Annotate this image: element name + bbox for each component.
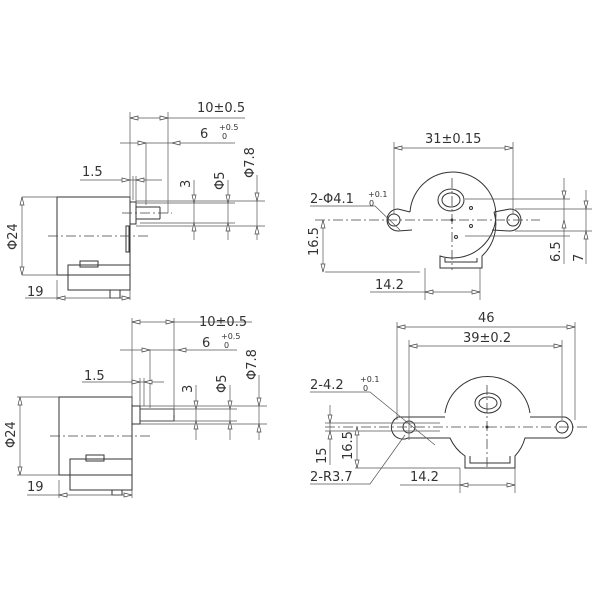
dim-d78: Φ7.8 [243, 147, 258, 178]
dim-holes: 2-4.2 [310, 378, 344, 393]
dim-holes: 2-Φ4.1 [310, 192, 354, 207]
dim-d3: 3 [181, 385, 196, 393]
dim-hole-spacing: 39±0.2 [463, 331, 511, 346]
dim-length: 10±0.5 [199, 315, 247, 330]
terminal-block [85, 454, 105, 462]
side-tab [125, 225, 130, 253]
dim-offset-b: 7 [572, 254, 587, 262]
side-view-bottom: 10±0.5 6 +0.5 0 1.5 3 Φ5 Φ7.8 Φ24 19 [4, 315, 267, 498]
dim-shaft: 6 [202, 336, 210, 351]
dim-d5: Φ5 [215, 374, 230, 393]
dim-radius: 2-R3.7 [310, 470, 353, 485]
dim-holes-tol-lower: 0 [369, 199, 374, 208]
foot [111, 489, 123, 496]
shaft [478, 396, 498, 410]
shaft-boss [131, 405, 141, 425]
shaft [441, 192, 461, 208]
tab-inner [469, 456, 511, 464]
dim-height-b: 16.5 [341, 431, 356, 460]
dim-height: 16.5 [307, 227, 322, 256]
terminal-block [79, 260, 99, 268]
foot [109, 289, 121, 299]
mounting-flange [69, 458, 133, 491]
shaft-boss [437, 188, 465, 212]
dim-hole-spacing: 31±0.15 [425, 132, 481, 147]
front-view-bottom: 46 39±0.2 2-4.2 +0.1 0 15 16.5 2-R3.7 14… [310, 311, 590, 493]
mounting-flange [67, 264, 131, 291]
dim-holes-tol-upper: +0.1 [360, 375, 379, 384]
dim-length: 10±0.5 [197, 101, 245, 116]
dim-holes-tol-lower: 0 [363, 384, 368, 393]
dim-shaft-tol-lower: 0 [224, 341, 229, 350]
tab-inner [444, 258, 478, 263]
dim-d5: Φ5 [213, 171, 228, 190]
front-view-top: 31±0.15 2-Φ4.1 +0.1 0 16.5 14.2 6.5 7 [307, 132, 592, 300]
dim-d3: 3 [179, 180, 194, 188]
shaft-boss [474, 392, 502, 414]
dim-offset-a: 6.5 [549, 241, 564, 262]
dim-tab: 14.2 [375, 278, 404, 293]
dim-dia: Φ24 [4, 421, 19, 448]
dim-depth: 19 [27, 285, 44, 300]
dim-overall: 46 [478, 311, 495, 326]
shaft [140, 408, 175, 422]
dim-tab: 14.2 [410, 470, 439, 485]
dim-shaft-tol-lower: 0 [222, 132, 227, 141]
dim-step: 1.5 [84, 369, 105, 384]
side-view-top: 10±0.5 6 +0.5 0 1.5 3 Φ5 Φ7.8 Φ24 19 [6, 101, 265, 301]
dim-d78: Φ7.8 [245, 349, 260, 380]
dim-step: 1.5 [82, 165, 103, 180]
dim-shaft: 6 [200, 127, 208, 142]
motor-outline [390, 376, 574, 469]
dim-dia: Φ24 [6, 223, 21, 250]
dim-height-a: 15 [315, 447, 330, 464]
dim-holes-tol-upper: +0.1 [368, 190, 387, 199]
dim-shaft-tol-upper: +0.5 [219, 123, 238, 132]
dim-depth: 19 [27, 480, 44, 495]
dim-shaft-tol-upper: +0.5 [221, 332, 240, 341]
